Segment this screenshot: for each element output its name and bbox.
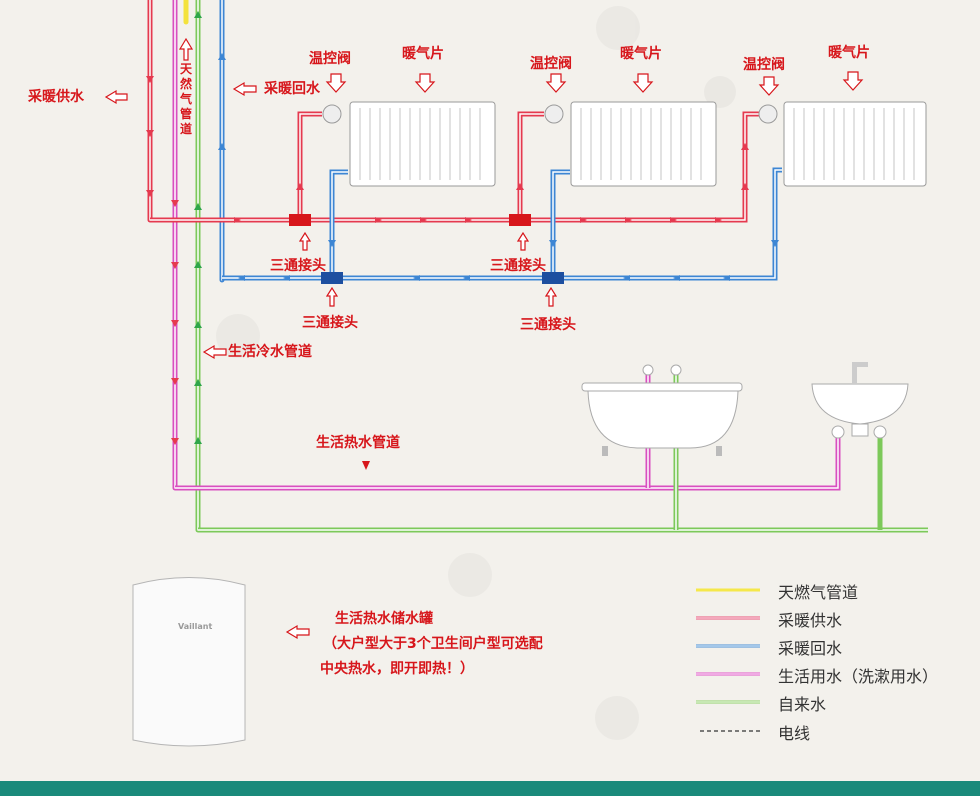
legend-electric-wire: 电线 [778, 724, 811, 743]
supply-flow-arrows [146, 76, 749, 445]
label-heating-return: 采暖回水 [264, 81, 320, 97]
cold-flow-arrows [194, 11, 202, 444]
tee-return-1 [321, 272, 343, 284]
legend-domestic-water: 生活用水（洗漱用水） [778, 667, 939, 686]
tank-brand-logo: Vaillant [178, 622, 213, 631]
legend-heating-return: 采暖回水 [778, 639, 843, 658]
label-tee-2: 三通接头 [490, 258, 546, 274]
tee-joints [289, 214, 564, 284]
legend-swatches [696, 588, 760, 732]
radiators [322, 101, 927, 187]
legend-heating-supply: 采暖供水 [778, 611, 843, 630]
sink [811, 362, 909, 439]
label-tee-1: 三通接头 [270, 258, 326, 274]
label-valve-3: 温控阀 [743, 57, 785, 73]
tank-note-line-2: 中央热水，即开即热！） [320, 661, 474, 677]
radiator-3 [758, 101, 927, 187]
bottom-accent-bar [0, 781, 980, 796]
label-valve-2: 温控阀 [530, 56, 572, 72]
tee-supply-2 [509, 214, 531, 226]
legend-gas: 天燃气管道 [778, 583, 859, 602]
watermark [216, 6, 736, 740]
label-radiator-3: 暖气片 [828, 45, 870, 61]
radiator-2 [544, 101, 717, 187]
tank-title: 生活热水储水罐 [335, 611, 433, 627]
label-tee-4: 三通接头 [520, 317, 576, 333]
legend-tap-water: 自来水 [778, 695, 827, 714]
label-radiator-1: 暖气片 [402, 46, 444, 62]
label-radiator-2: 暖气片 [620, 46, 662, 62]
tee-supply-1 [289, 214, 311, 226]
label-cold-water-pipe: 生活冷水管道 [228, 344, 312, 360]
tank-note-line-1: （大户型大于3个卫生间户型可选配 [323, 636, 543, 652]
label-hot-water-pipe: 生活热水管道 [316, 435, 400, 451]
label-gas-pipe: 天然气管道 [179, 62, 192, 136]
label-valve-1: 温控阀 [309, 51, 351, 67]
water-tank [132, 577, 246, 747]
radiator-1 [322, 101, 496, 187]
bathtub [581, 364, 743, 456]
indicator-arrows [104, 37, 864, 640]
label-tee-3: 三通接头 [302, 315, 358, 331]
return-flow-arrows [218, 53, 779, 281]
label-heating-supply: 采暖供水 [28, 89, 84, 105]
tee-return-2 [542, 272, 564, 284]
hot-water-down-arrow [362, 461, 370, 470]
